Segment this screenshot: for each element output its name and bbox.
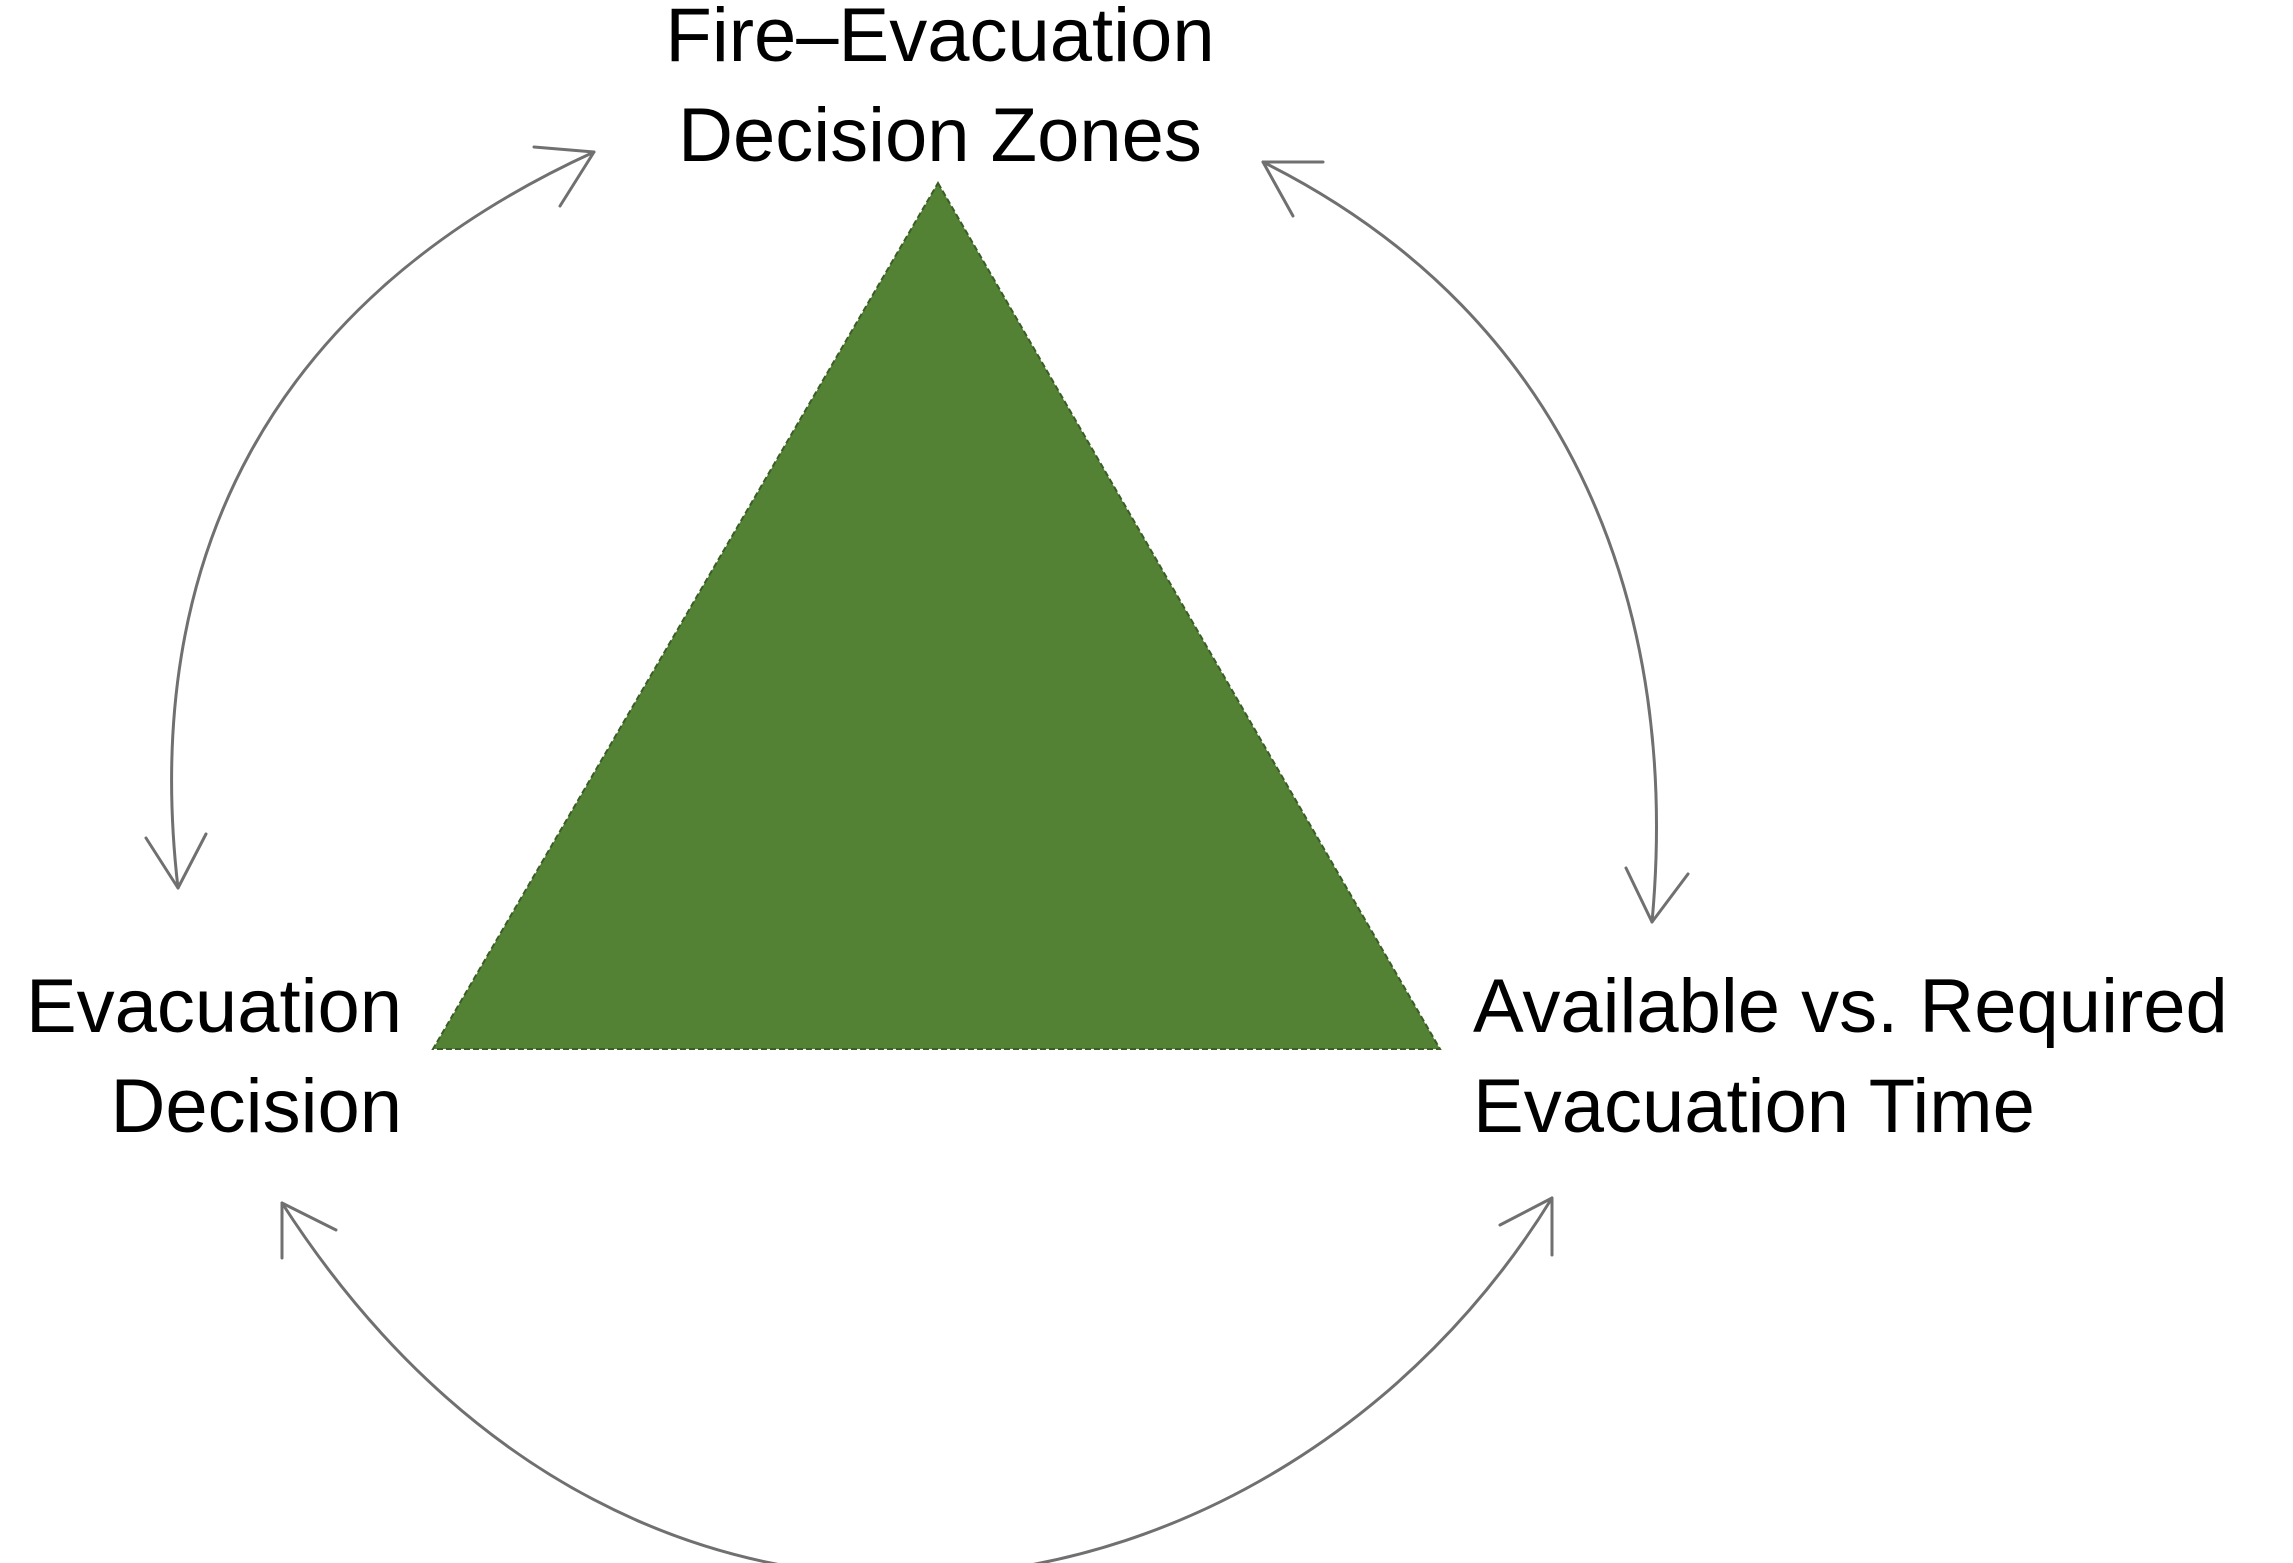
arrow-left-top-curve [170, 150, 596, 890]
node-label-left-line1: Evacuation [25, 964, 402, 1049]
node-label-top-line1: Fire–Evacuation [665, 0, 1215, 78]
node-label-fire-evacuation-decision-zones: Fire–Evacuation Decision Zones [540, 0, 1340, 186]
arrow-top-right-curve [1261, 160, 1658, 924]
central-triangle [431, 181, 1442, 1050]
arrow-left-right-curve [280, 1196, 1554, 1563]
arrow-left-right-head-right [1498, 1196, 1554, 1257]
node-label-right-line1: Available vs. Required [1473, 964, 2228, 1049]
node-label-top-line2: Decision Zones [678, 93, 1202, 178]
arrow-left-right-head-left [280, 1201, 338, 1260]
arrow-left-top-head-top [532, 145, 596, 208]
node-label-evacuation-decision: Evacuation Decision [0, 957, 402, 1157]
node-label-available-vs-required-evacuation-time: Available vs. Required Evacuation Time [1473, 957, 2293, 1157]
arrow-top-right-head-top [1261, 160, 1325, 218]
node-label-left-line2: Decision [110, 1064, 402, 1149]
arrow-left-top-head-left [144, 832, 208, 890]
node-label-right-line2: Evacuation Time [1473, 1064, 2035, 1149]
arrow-top-right-head-right [1624, 866, 1690, 924]
